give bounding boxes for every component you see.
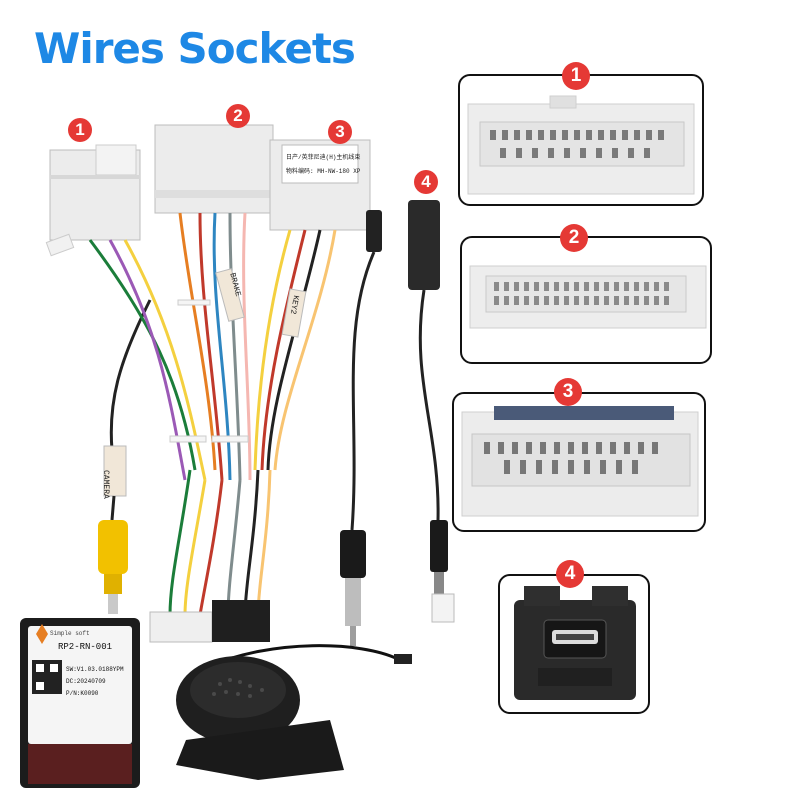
marker-4-left: 4 <box>414 170 438 194</box>
marker-4-right: 4 <box>556 560 584 588</box>
socket-3-photo <box>461 406 699 517</box>
connector-3-label-line1: 日产/英菲尼迪(H)主机线束 <box>286 154 361 161</box>
module-dc: DC:20240709 <box>66 678 106 685</box>
socket-card-1 <box>458 74 704 206</box>
marker-3-right: 3 <box>554 378 582 406</box>
camera-cable <box>109 299 152 451</box>
socket-4-photo <box>514 586 636 700</box>
rca-plug <box>98 520 128 574</box>
socket-2-photo <box>469 265 707 329</box>
marker-3-left: 3 <box>328 120 352 144</box>
socket-card-2 <box>460 236 712 364</box>
page-title: Wires Sockets <box>34 24 356 73</box>
connector-3-label-line2: 物料编码: MH-NW-180 XP <box>286 168 361 175</box>
module-model: RP2-RN-001 <box>58 642 113 652</box>
marker-2-left: 2 <box>226 104 250 128</box>
module-sw: SW:V1.03.0188YPM <box>66 666 124 673</box>
harness-illustration <box>20 124 455 788</box>
socket-card-4 <box>498 574 650 714</box>
bottom-plug-black <box>212 600 270 642</box>
camera-label: CAMERA <box>101 470 110 499</box>
module-brand: Simple soft <box>50 630 90 637</box>
antenna-cable <box>350 251 376 531</box>
marker-2-right: 2 <box>560 224 588 252</box>
socket-card-3 <box>452 392 706 532</box>
socket-1-photo <box>467 95 695 195</box>
harness-connector-2 <box>154 124 274 214</box>
module-pn: P/N:K0090 <box>66 690 99 697</box>
marker-1-right: 1 <box>562 62 590 90</box>
bottom-plug-white <box>149 611 213 643</box>
marker-1-left: 1 <box>68 118 92 142</box>
antenna-plug <box>340 530 366 578</box>
harness-connector-4 <box>408 200 440 290</box>
camera-tag <box>103 445 127 497</box>
